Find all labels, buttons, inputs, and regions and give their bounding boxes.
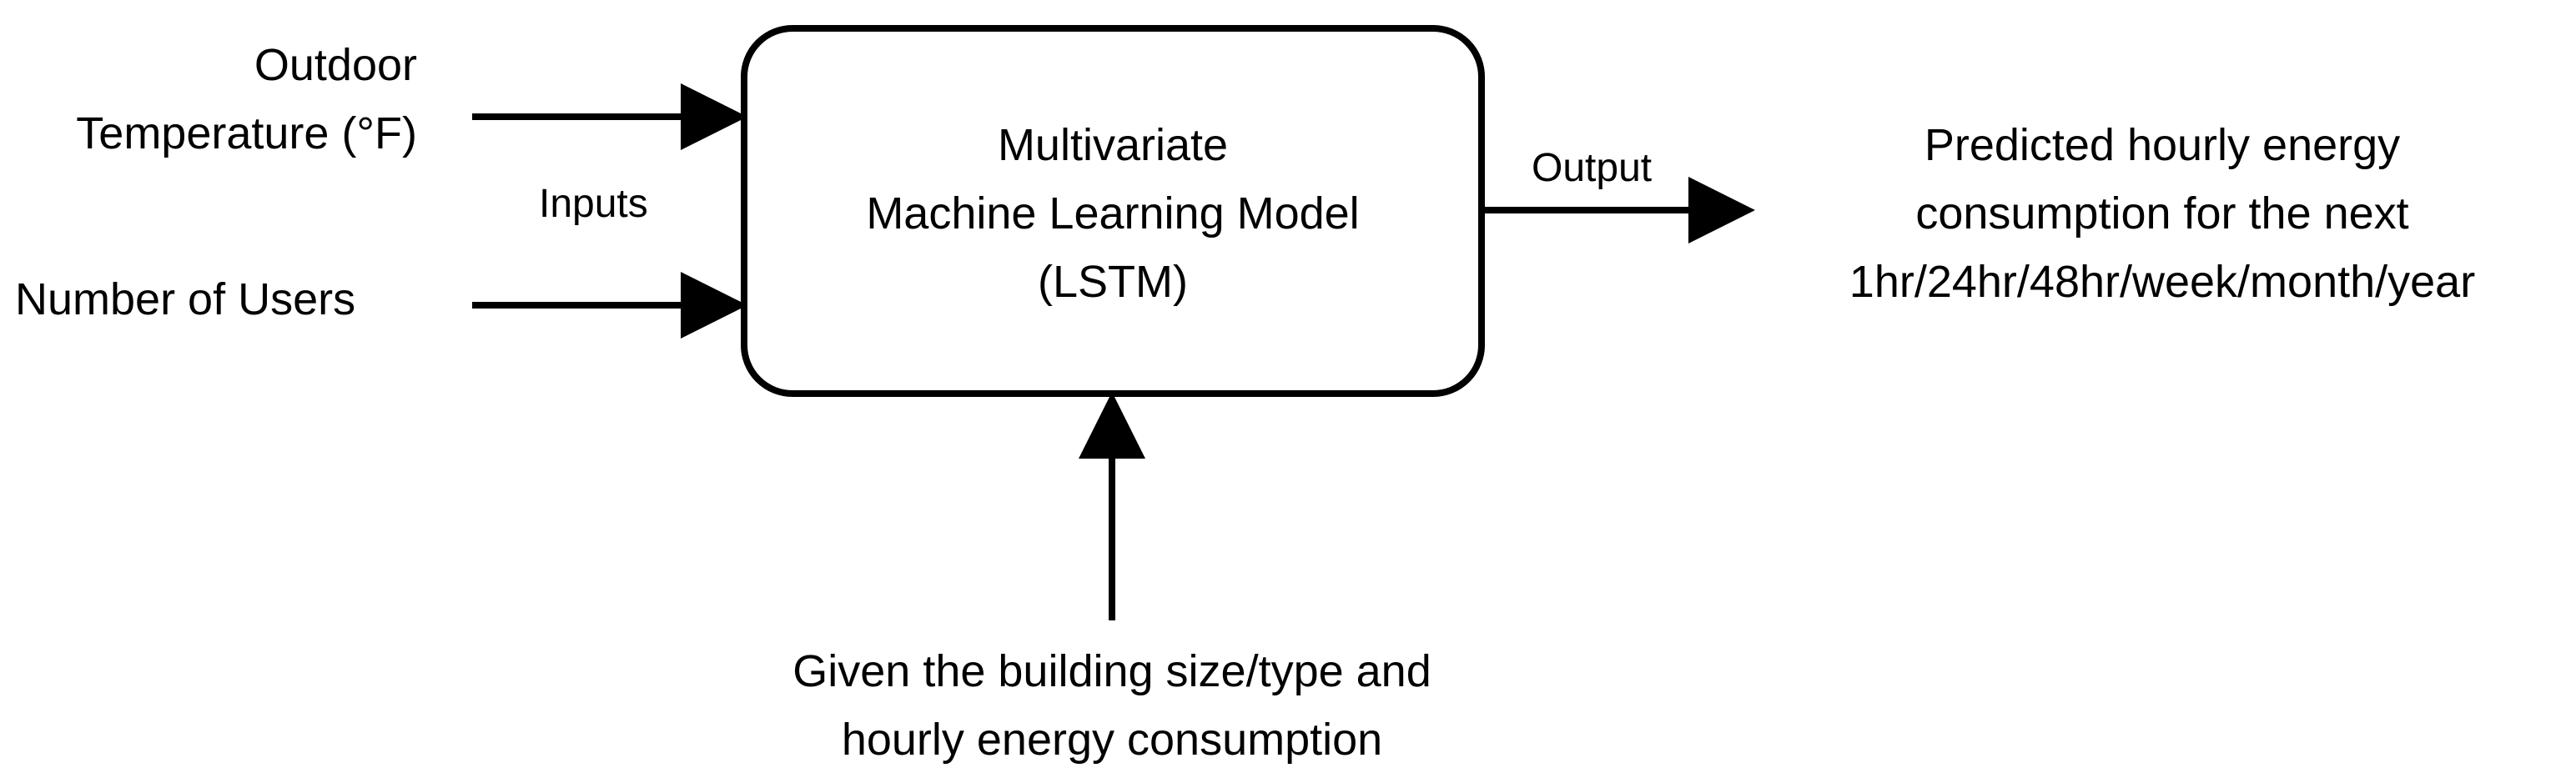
context-label: Given the building size/type and hourly …: [709, 637, 1515, 774]
model-box-label: Multivariate Machine Learning Model (LST…: [744, 111, 1482, 316]
prediction-line-2: consumption for the next: [1915, 188, 2409, 238]
outdoor-temperature-line-1: Outdoor: [254, 40, 417, 90]
outdoor-temperature-label: Outdoor Temperature (°F): [0, 31, 417, 168]
model-box-line-3: (LSTM): [1038, 257, 1188, 307]
prediction-label: Predicted hourly energy consumption for …: [1762, 111, 2563, 316]
output-label: Output: [1532, 146, 1653, 190]
outdoor-temperature-line-2: Temperature (°F): [76, 108, 417, 158]
context-line-2: hourly energy consumption: [841, 715, 1383, 765]
model-box-line-2: Machine Learning Model: [866, 188, 1360, 238]
inputs-label: Inputs: [539, 182, 648, 226]
number-of-users-label: Number of Users: [15, 274, 356, 324]
prediction-line-1: Predicted hourly energy: [1924, 120, 2401, 170]
model-box-line-1: Multivariate: [997, 120, 1229, 170]
context-line-1: Given the building size/type and: [792, 646, 1431, 696]
prediction-line-3: 1hr/24hr/48hr/week/month/year: [1849, 257, 2476, 307]
